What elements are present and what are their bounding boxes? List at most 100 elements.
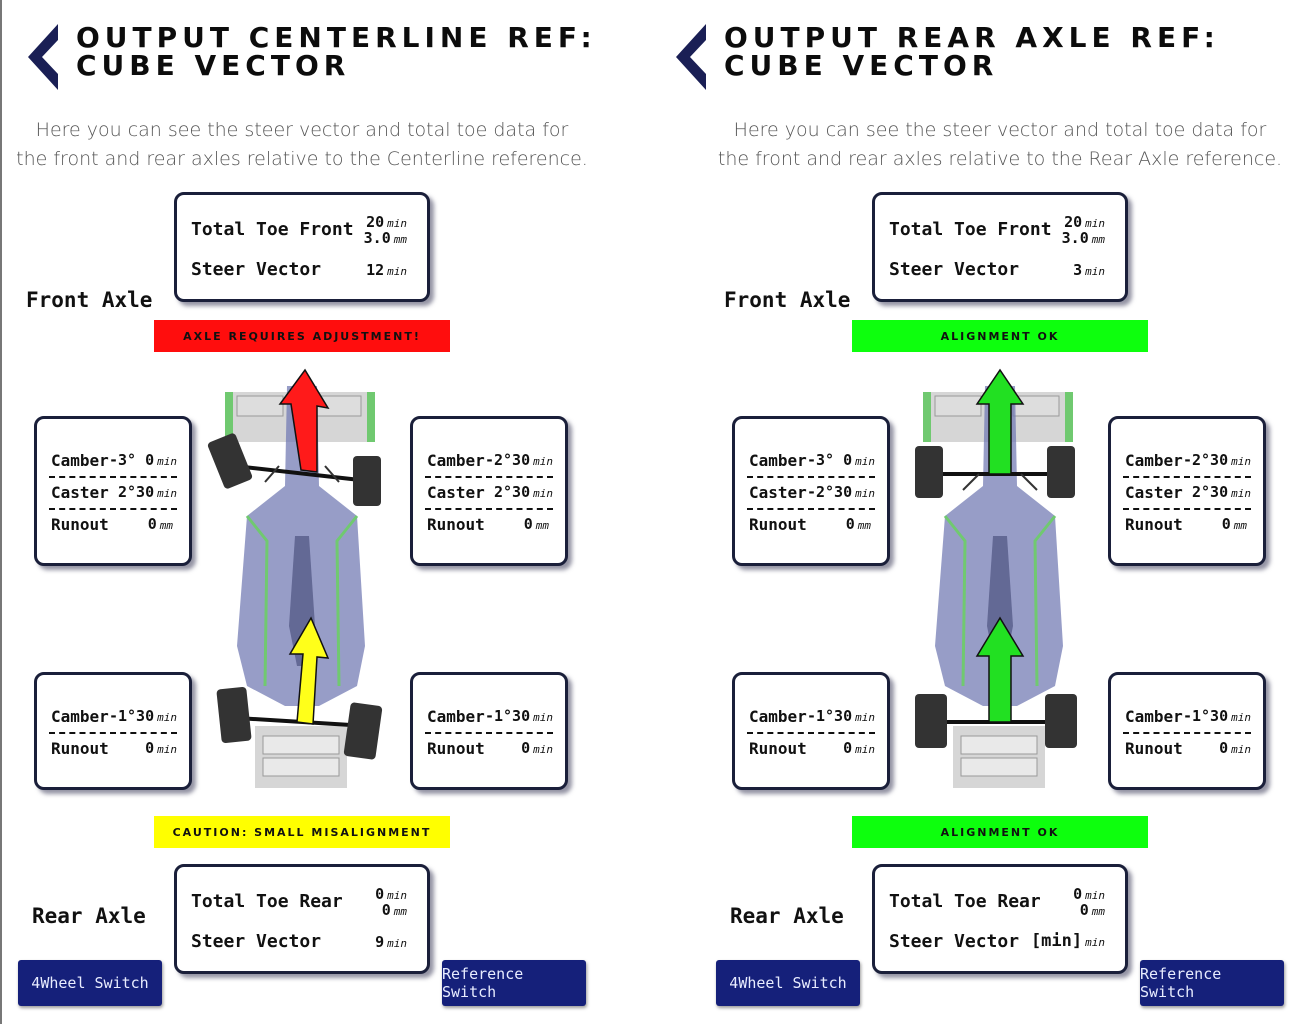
- divider: [1123, 508, 1251, 510]
- camber-label: Camber: [749, 707, 807, 726]
- runout-label: Runout: [51, 739, 109, 758]
- front-axle-label: Front Axle: [26, 288, 153, 312]
- rear-status-banner: CAUTION: SMALL MISALIGNMENT: [154, 816, 450, 848]
- steer-vector-rear-value: [min]min: [1030, 931, 1105, 951]
- rear-axle-label: Rear Axle: [32, 904, 146, 928]
- camber-label: Camber: [1125, 707, 1183, 726]
- divider: [49, 732, 177, 734]
- steer-vector-rear-label: Steer Vector: [889, 931, 1020, 952]
- front-steer-vector-arrow: [278, 368, 330, 473]
- front-steer-vector-arrow: [975, 368, 1025, 475]
- caster-label: Caster: [51, 483, 109, 502]
- steer-vector-front-label: Steer Vector: [191, 259, 322, 280]
- runout-label: Runout: [51, 515, 109, 534]
- runout-label: Runout: [749, 515, 807, 534]
- total-toe-front-label: Total Toe Front: [191, 219, 354, 240]
- front-axle-graphic: [915, 446, 1075, 498]
- runout-label: Runout: [749, 739, 807, 758]
- rear-axle-graphic: [216, 686, 383, 760]
- title-line-1: OUTPUT REAR AXLE REF:: [724, 21, 1220, 54]
- description: Here you can see the steer vector and to…: [702, 116, 1298, 174]
- camber-label: Camber: [427, 451, 485, 470]
- runout-label: Runout: [1125, 515, 1183, 534]
- camber-label: Camber: [427, 707, 485, 726]
- description-line-1: Here you can see the steer vector and to…: [733, 119, 1267, 141]
- title-line-2: CUBE VECTOR: [724, 49, 999, 82]
- back-chevron-icon[interactable]: [24, 22, 62, 92]
- front-status-banner: AXLE REQUIRES ADJUSTMENT!: [154, 320, 450, 352]
- divider: [49, 508, 177, 510]
- car-top-view: [207, 368, 383, 788]
- divider: [425, 508, 553, 510]
- total-toe-front-label: Total Toe Front: [889, 219, 1052, 240]
- title-line-2: CUBE VECTOR: [76, 49, 351, 82]
- car-body-graphic: [923, 386, 1073, 788]
- page-title: OUTPUT CENTERLINE REF: CUBE VECTOR: [76, 24, 597, 80]
- runout-label: Runout: [427, 515, 485, 534]
- rear-steer-vector-arrow: [288, 616, 330, 725]
- camber-label: Camber: [51, 707, 109, 726]
- divider: [49, 476, 177, 478]
- four-wheel-switch-button[interactable]: 4Wheel Switch: [18, 960, 162, 1006]
- title-line-1: OUTPUT CENTERLINE REF:: [76, 21, 597, 54]
- divider: [425, 476, 553, 478]
- divider: [425, 732, 553, 734]
- four-wheel-switch-button[interactable]: 4Wheel Switch: [716, 960, 860, 1006]
- caster-label: Caster: [749, 483, 807, 502]
- description-line-2: the front and rear axles relative to the…: [717, 148, 1283, 170]
- total-toe-rear-label: Total Toe Rear: [191, 891, 343, 912]
- divider: [747, 508, 875, 510]
- runout-label: Runout: [1125, 739, 1183, 758]
- front-axle-graphic: [207, 433, 381, 506]
- front-axle-label: Front Axle: [724, 288, 851, 312]
- divider: [1123, 732, 1251, 734]
- car-top-view: [915, 368, 1077, 788]
- description: Here you can see the steer vector and to…: [2, 116, 602, 174]
- steer-vector-rear-label: Steer Vector: [191, 931, 322, 952]
- reference-switch-button[interactable]: Reference Switch: [1140, 960, 1284, 1006]
- camber-label: Camber: [1125, 451, 1183, 470]
- description-line-2: the front and rear axles relative to the…: [16, 148, 588, 170]
- reference-switch-button[interactable]: Reference Switch: [442, 960, 586, 1006]
- back-chevron-icon[interactable]: [672, 22, 710, 92]
- caster-label: Caster: [427, 483, 485, 502]
- front-status-banner: ALIGNMENT OK: [852, 320, 1148, 352]
- runout-label: Runout: [427, 739, 485, 758]
- steer-vector-front-label: Steer Vector: [889, 259, 1020, 280]
